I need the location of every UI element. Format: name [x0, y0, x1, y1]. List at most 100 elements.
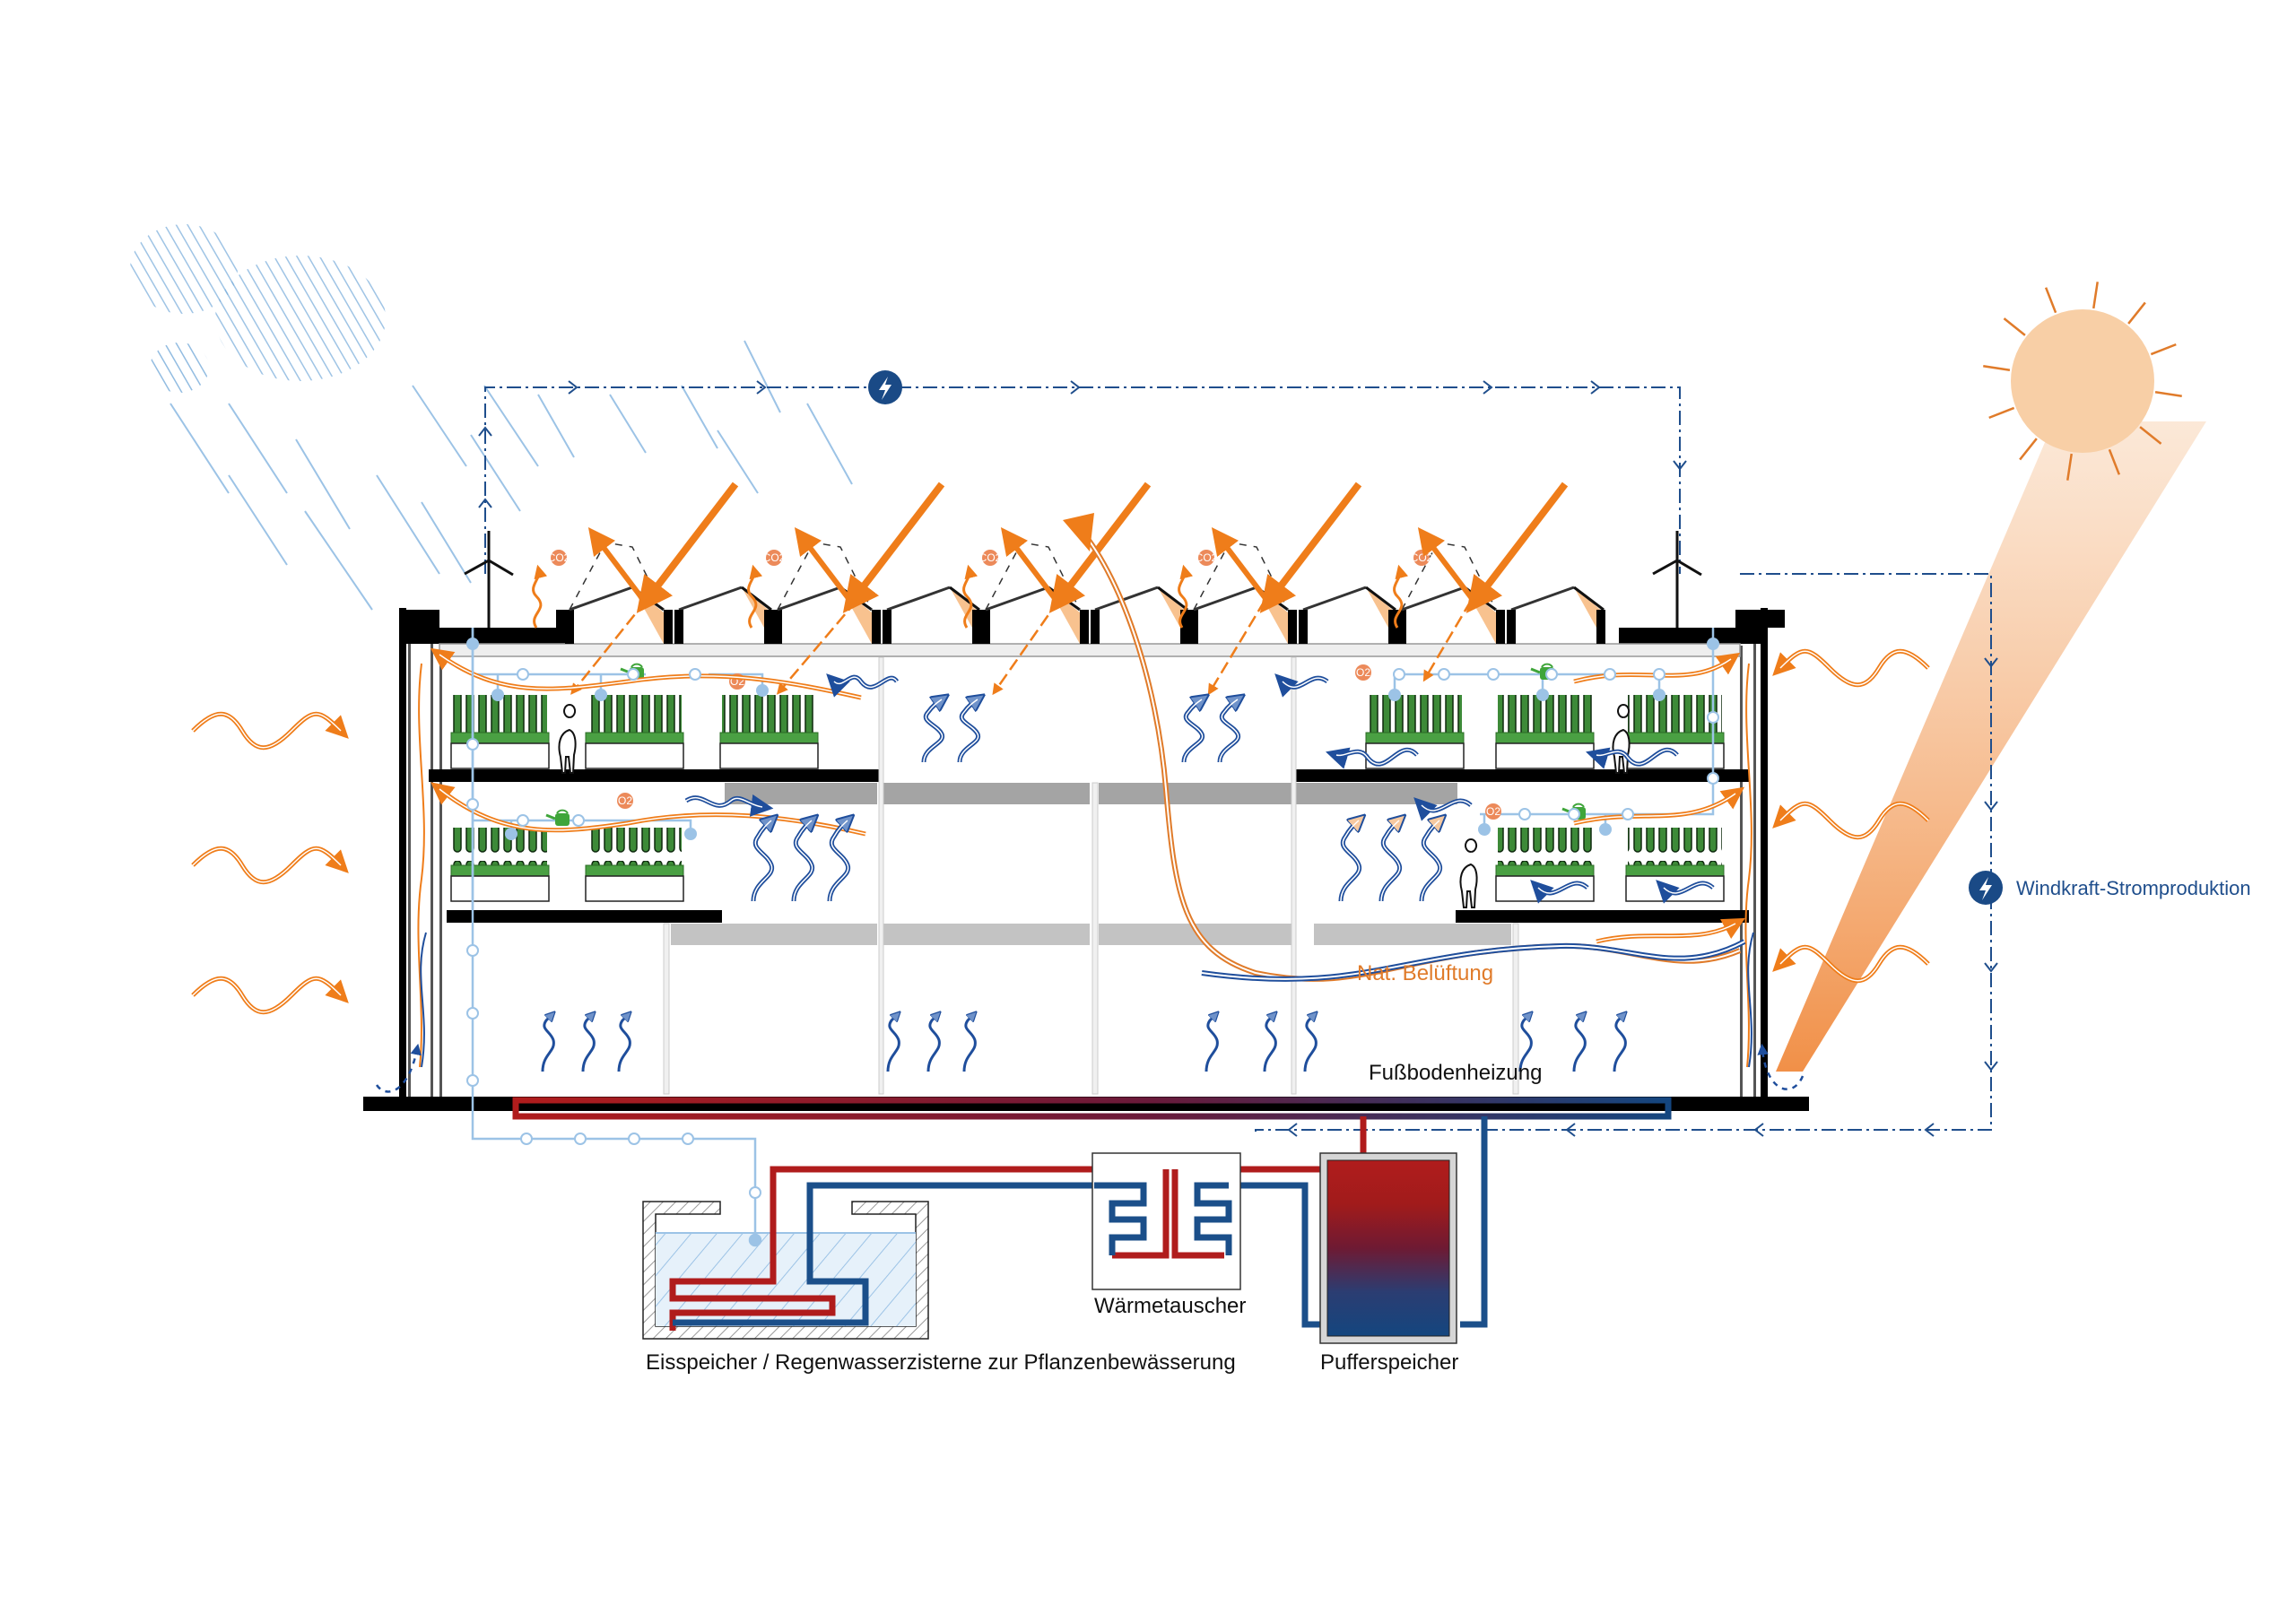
heat-radiation-wave-inner [192, 847, 342, 883]
heat-radiation-wave-inner [192, 713, 342, 749]
irrigation-valve [1707, 772, 1719, 785]
floor-heating-label: Fußbodenheizung [1369, 1061, 1542, 1085]
rain-line [421, 501, 472, 584]
plant-moss [450, 864, 550, 877]
rain-lines [170, 340, 853, 611]
co2-exhaust-wave [747, 564, 763, 629]
power-flow-arrows [478, 380, 1998, 1137]
floor-heat-wave [617, 1015, 630, 1072]
reflected-sunray-arrow [1211, 527, 1270, 603]
irrigation-valve [689, 668, 701, 681]
roof-glazing [777, 586, 841, 612]
co2-badge: CO2 [548, 550, 570, 566]
roof-wall [972, 610, 981, 644]
buffer-tank-label: Pufferspeicher [1320, 1350, 1458, 1375]
roof-wall [981, 610, 990, 644]
roof-vent-open [1401, 542, 1497, 611]
heat-radiation-wave-inner [1779, 650, 1929, 686]
cool-air-flow-inner [1663, 882, 1714, 894]
irrigation-valve [466, 1074, 479, 1087]
roof-glazing [1302, 586, 1367, 612]
heat-exchanger [1091, 1152, 1241, 1290]
rising-air-wave-inner [1219, 699, 1239, 763]
sun-ray [1983, 365, 2011, 371]
rain-line [170, 403, 230, 494]
flow-chevron [478, 426, 492, 437]
incoming-sunray-arrow [1259, 482, 1362, 613]
wind-turbine-icon [464, 531, 514, 628]
rain-line [228, 474, 288, 566]
co2-badge: CO2 [1411, 550, 1433, 566]
diffuse-light-arrow [1422, 600, 1473, 682]
roof-wall [883, 610, 891, 644]
roof-wall [1507, 610, 1516, 644]
roof-wall [664, 610, 673, 644]
irrigation-valve [520, 1133, 533, 1145]
irrigation-valve [1487, 668, 1500, 681]
irrigation-valve [466, 1007, 479, 1020]
sun-ray [2003, 317, 2026, 336]
roof-glazing [1193, 586, 1257, 612]
floor-heating-pipe [512, 1097, 1672, 1120]
roof-wall [1288, 610, 1297, 644]
sawtooth-roof [565, 542, 1605, 644]
co2-exhaust-wave [1178, 564, 1194, 629]
rain-line [376, 474, 440, 575]
irrigation-valve [1518, 808, 1531, 820]
ice-storage-label: Eisspeicher / Regenwasserzisterne zur Pf… [646, 1350, 1236, 1375]
sun-ray [2108, 448, 2121, 475]
roof-glazing [569, 586, 633, 612]
o2-badge: O2 [1485, 803, 1501, 820]
flow-chevron [1984, 962, 1998, 973]
planter-box [1495, 742, 1595, 769]
person-silhouette-icon [1459, 838, 1478, 908]
irrigation-drip [1707, 638, 1719, 650]
roof-glazing [886, 586, 951, 612]
planter-box [585, 742, 684, 769]
irrigation-valve [1545, 668, 1558, 681]
warm-air-flow [1596, 917, 1745, 944]
flow-chevron [1753, 1123, 1764, 1137]
heat-radiation-wave [1772, 648, 1930, 688]
heat-radiation-wave [191, 846, 349, 885]
plant-moss [585, 732, 684, 744]
plant-moss [1625, 732, 1725, 744]
irrigation-valve [682, 1133, 694, 1145]
svg-text:O2: O2 [1486, 805, 1500, 818]
plant-bed [450, 695, 550, 769]
floor-heat-wave [1613, 1015, 1625, 1072]
roof-wall [1091, 610, 1100, 644]
rising-air-wave-inner [1380, 820, 1401, 902]
heat-radiation-wave-inner [1779, 946, 1929, 982]
plant-moss [719, 732, 819, 744]
rain-line [537, 394, 575, 458]
irrigation-valve [517, 668, 529, 681]
roof-slope [1365, 586, 1396, 612]
co2-exhaust-wave [1393, 564, 1409, 629]
irrigation-nodes [466, 638, 1719, 1199]
svg-text:O2: O2 [1356, 666, 1370, 679]
roof-wall [773, 610, 782, 644]
rain-line [228, 403, 288, 494]
cool-air-flow-inner [685, 796, 763, 808]
reflected-sunray-arrow [587, 527, 647, 603]
heat-radiation-wave-inner [1779, 803, 1929, 838]
warm-air-flow-inner [439, 654, 862, 699]
flow-chevron [756, 380, 767, 395]
rain-line [295, 438, 351, 530]
power-badge-top [868, 370, 902, 404]
heat-radiation-wave [191, 711, 349, 751]
roof-wall [674, 610, 683, 644]
plant-moss [1495, 864, 1595, 877]
floor-heat-wave [1263, 1015, 1275, 1072]
rain-line [412, 385, 467, 467]
incoming-sunray-arrow [1048, 482, 1152, 613]
roof-glazing [1510, 586, 1575, 612]
diffuse-light-arrow [570, 600, 647, 695]
cool-air-flow-inner [1421, 800, 1472, 812]
plant-bed [1495, 695, 1595, 769]
roof-wall [1596, 610, 1605, 644]
planter-box [719, 742, 819, 769]
reflected-sunray-arrow [1417, 527, 1476, 603]
